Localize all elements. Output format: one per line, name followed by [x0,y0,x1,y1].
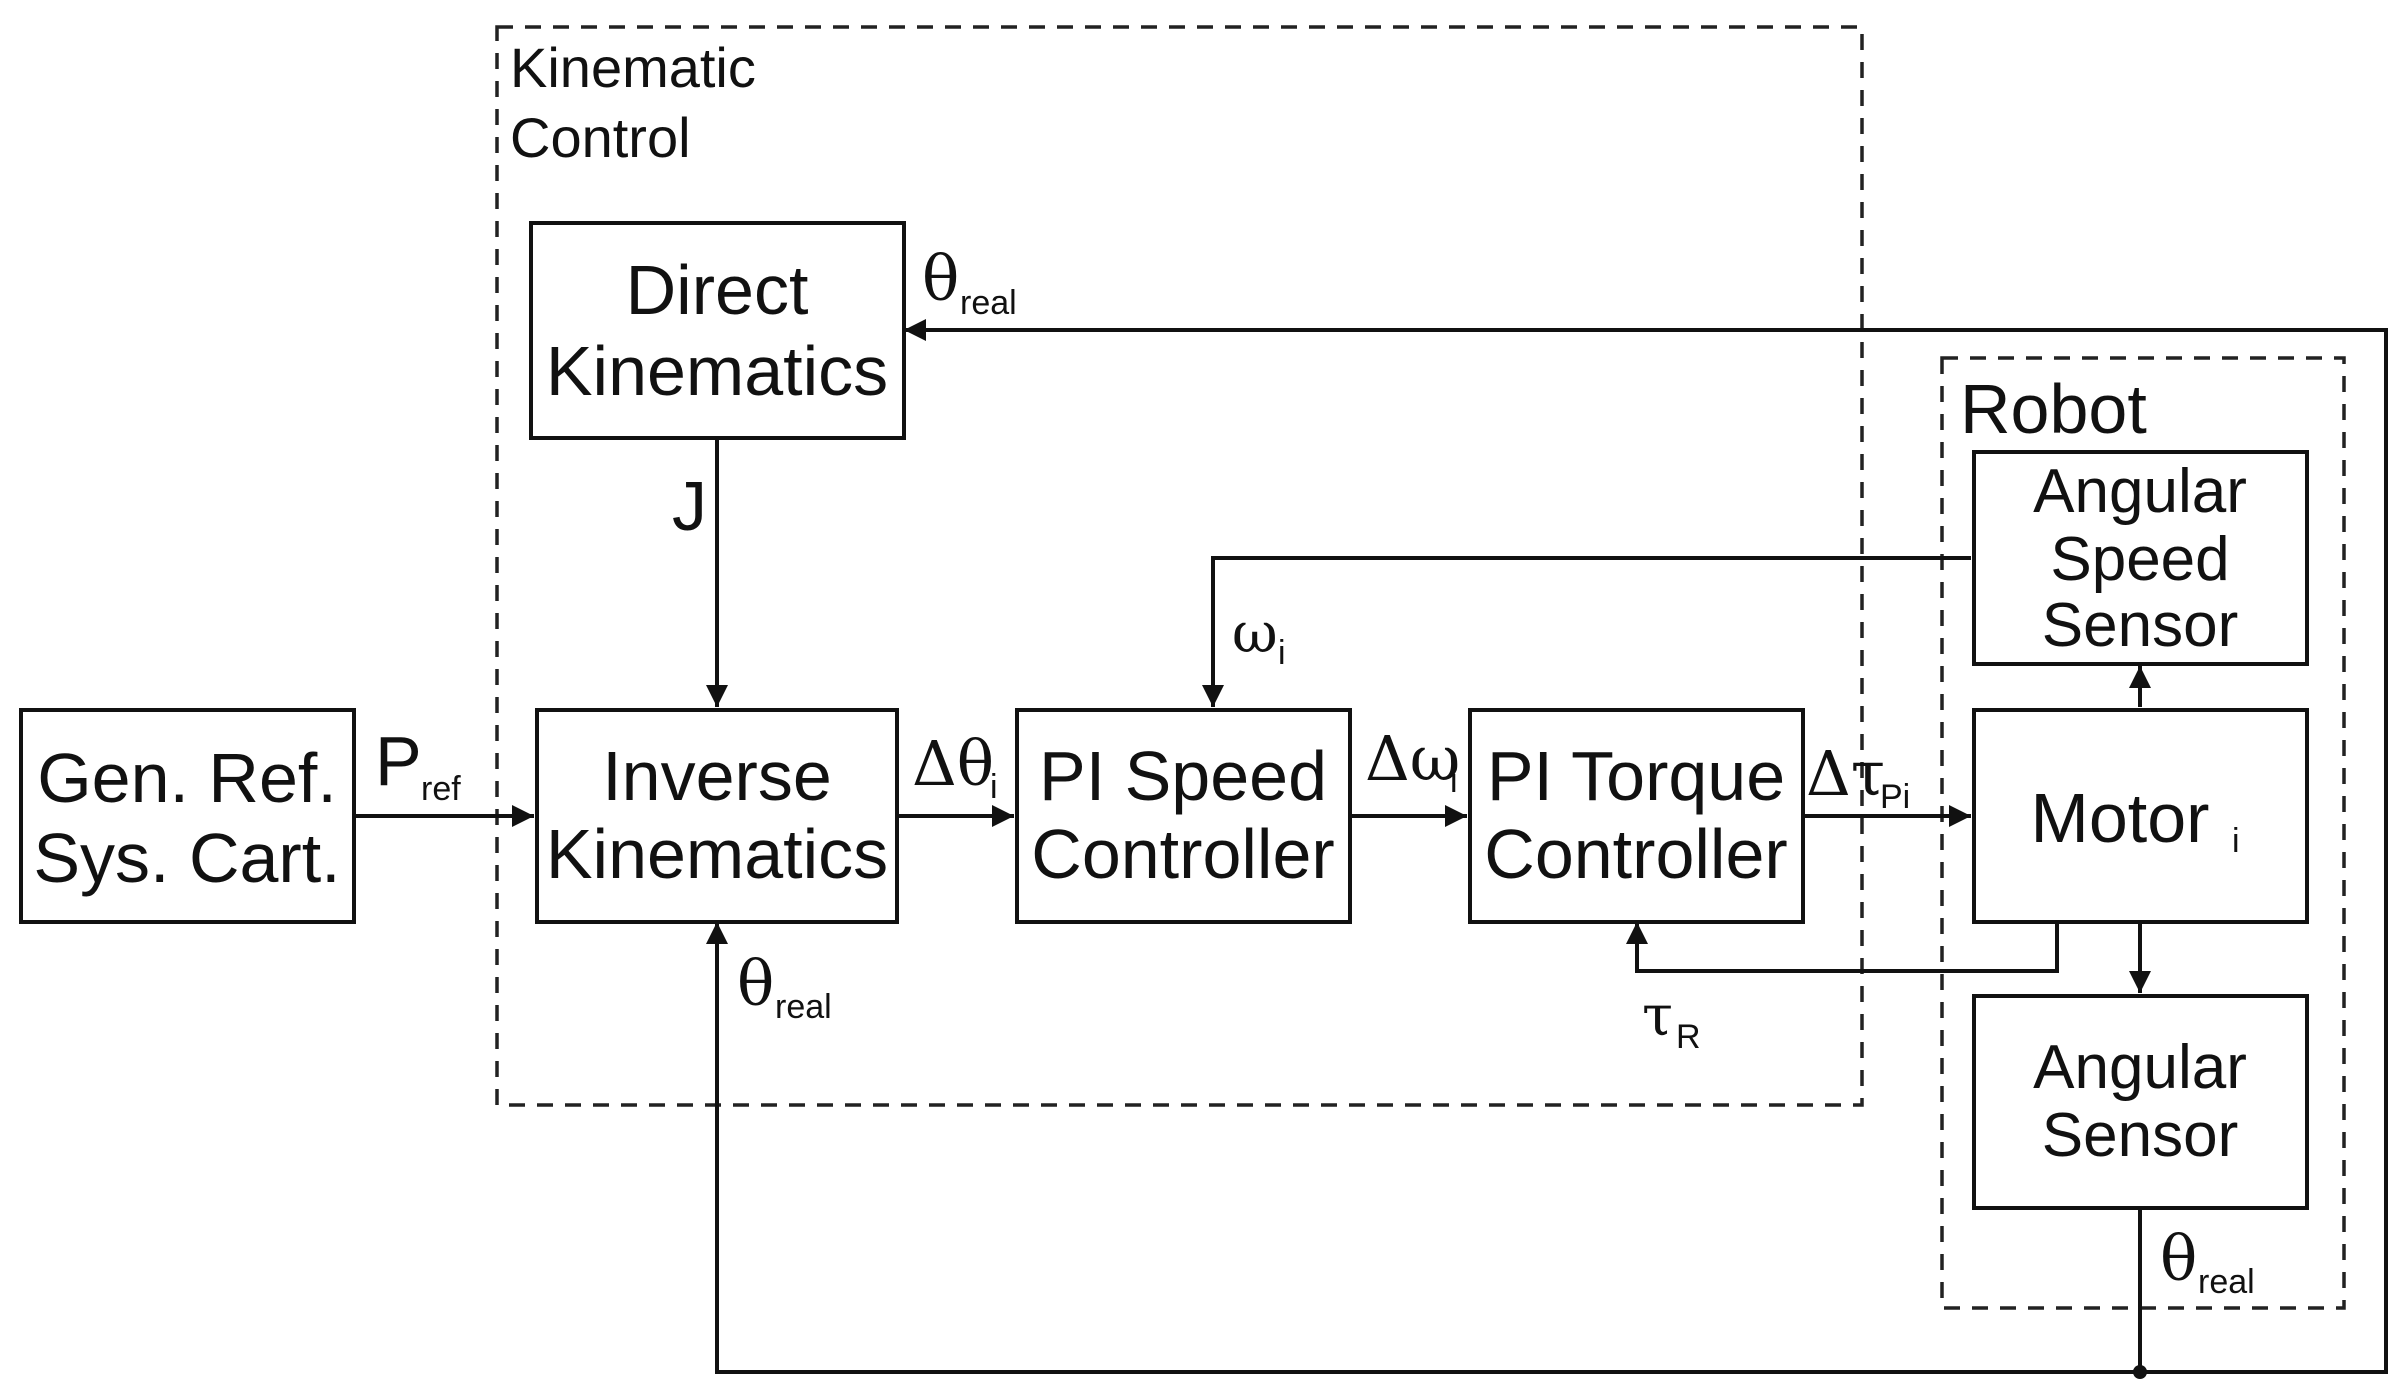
signal-theta-real-bottom: θ real [737,947,832,1026]
signal-theta-real-bottom-sub: real [775,988,832,1026]
signal-theta-real-bottom-main: θ [737,947,774,1020]
pi-speed-controller-block: PI Speed Controller [1015,708,1352,924]
signal-tau-r-main: τ [1642,984,1673,1049]
gen-ref-line1: Gen. Ref. [37,739,337,817]
gen-ref-line2: Sys. Cart. [33,819,340,897]
signal-omega-main: ω [1232,601,1278,666]
angular-speed-sensor-line3: Sensor [2042,591,2238,660]
feedback-junction-dot [2133,1365,2147,1379]
wire-omega [1202,556,1971,707]
angular-speed-sensor-line2: Speed [2050,525,2229,594]
signal-delta-theta-i: Δθ i [912,727,998,806]
signal-tau-r-sub: R [1676,1018,1701,1056]
signal-delta-omega-i: Δω i [1365,722,1460,800]
robot-group-title: Robot [1960,370,2147,448]
wire-theta-feedback-top [904,319,2388,1374]
direct-kinematics-line2: Kinematics [546,332,888,410]
wire-theta-feedback-bottom [706,922,2142,1374]
signal-theta-real-sensor-sub: real [2198,1263,2255,1301]
signal-omega-i: ω i [1232,601,1286,672]
angular-sensor-block: Angular Sensor [1972,994,2309,1210]
signal-theta-real-top: θ real [922,242,1017,322]
motor-subscript: i [2232,822,2240,860]
pi-torque-controller-block: PI Torque Controller [1468,708,1805,924]
signal-delta-tau-sub: Pi [1880,778,1910,816]
motor-block: Motor i [1972,708,2309,924]
signal-j-main: J [672,467,707,545]
pi-torque-line1: PI Torque [1487,737,1785,815]
gen-ref-block: Gen. Ref. Sys. Cart. [19,708,356,924]
signal-tau-r: τ R [1642,984,1701,1056]
inverse-kinematics-line2: Kinematics [546,815,888,893]
signal-delta-omega-main: Δω [1365,722,1460,795]
direct-kinematics-line1: Direct [626,251,809,329]
inverse-kinematics-line1: Inverse [602,737,832,815]
kinematic-control-group [495,25,1864,1107]
angular-speed-sensor-block: Angular Speed Sensor [1972,450,2309,666]
angular-sensor-line1: Angular [2033,1033,2247,1102]
signal-delta-theta-main: Δθ [912,727,994,800]
angular-speed-sensor-line1: Angular [2033,457,2247,526]
kinematic-control-title-line2: Control [510,106,691,169]
signal-delta-tau-main: Δτ [1806,737,1885,810]
pi-speed-line1: PI Speed [1039,737,1327,815]
signal-theta-real-top-main: θ [922,242,959,315]
signal-delta-tau-pi: Δτ Pi [1806,737,1910,816]
pi-torque-line2: Controller [1484,815,1787,893]
direct-kinematics-block: Direct Kinematics [529,221,906,440]
kinematic-control-title-line1: Kinematic [510,36,756,99]
signal-delta-theta-sub: i [990,768,998,806]
pi-speed-line2: Controller [1031,815,1334,893]
signal-p-ref: P ref [375,722,461,808]
signal-j: J [672,467,707,545]
signal-delta-omega-sub: i [1450,762,1458,800]
signal-theta-real-sensor: θ real [2160,1222,2255,1301]
motor-label: Motor [2031,779,2210,857]
signal-p-ref-main: P [375,722,422,800]
signal-theta-real-top-sub: real [960,284,1017,322]
signal-theta-real-sensor-main: θ [2160,1222,2197,1295]
signal-omega-sub: i [1278,634,1286,672]
signal-p-ref-sub: ref [421,770,461,808]
wire-tau-r [1626,922,2059,973]
angular-sensor-line2: Sensor [2042,1101,2238,1170]
robot-group [1940,356,2346,1310]
inverse-kinematics-block: Inverse Kinematics [535,708,899,924]
